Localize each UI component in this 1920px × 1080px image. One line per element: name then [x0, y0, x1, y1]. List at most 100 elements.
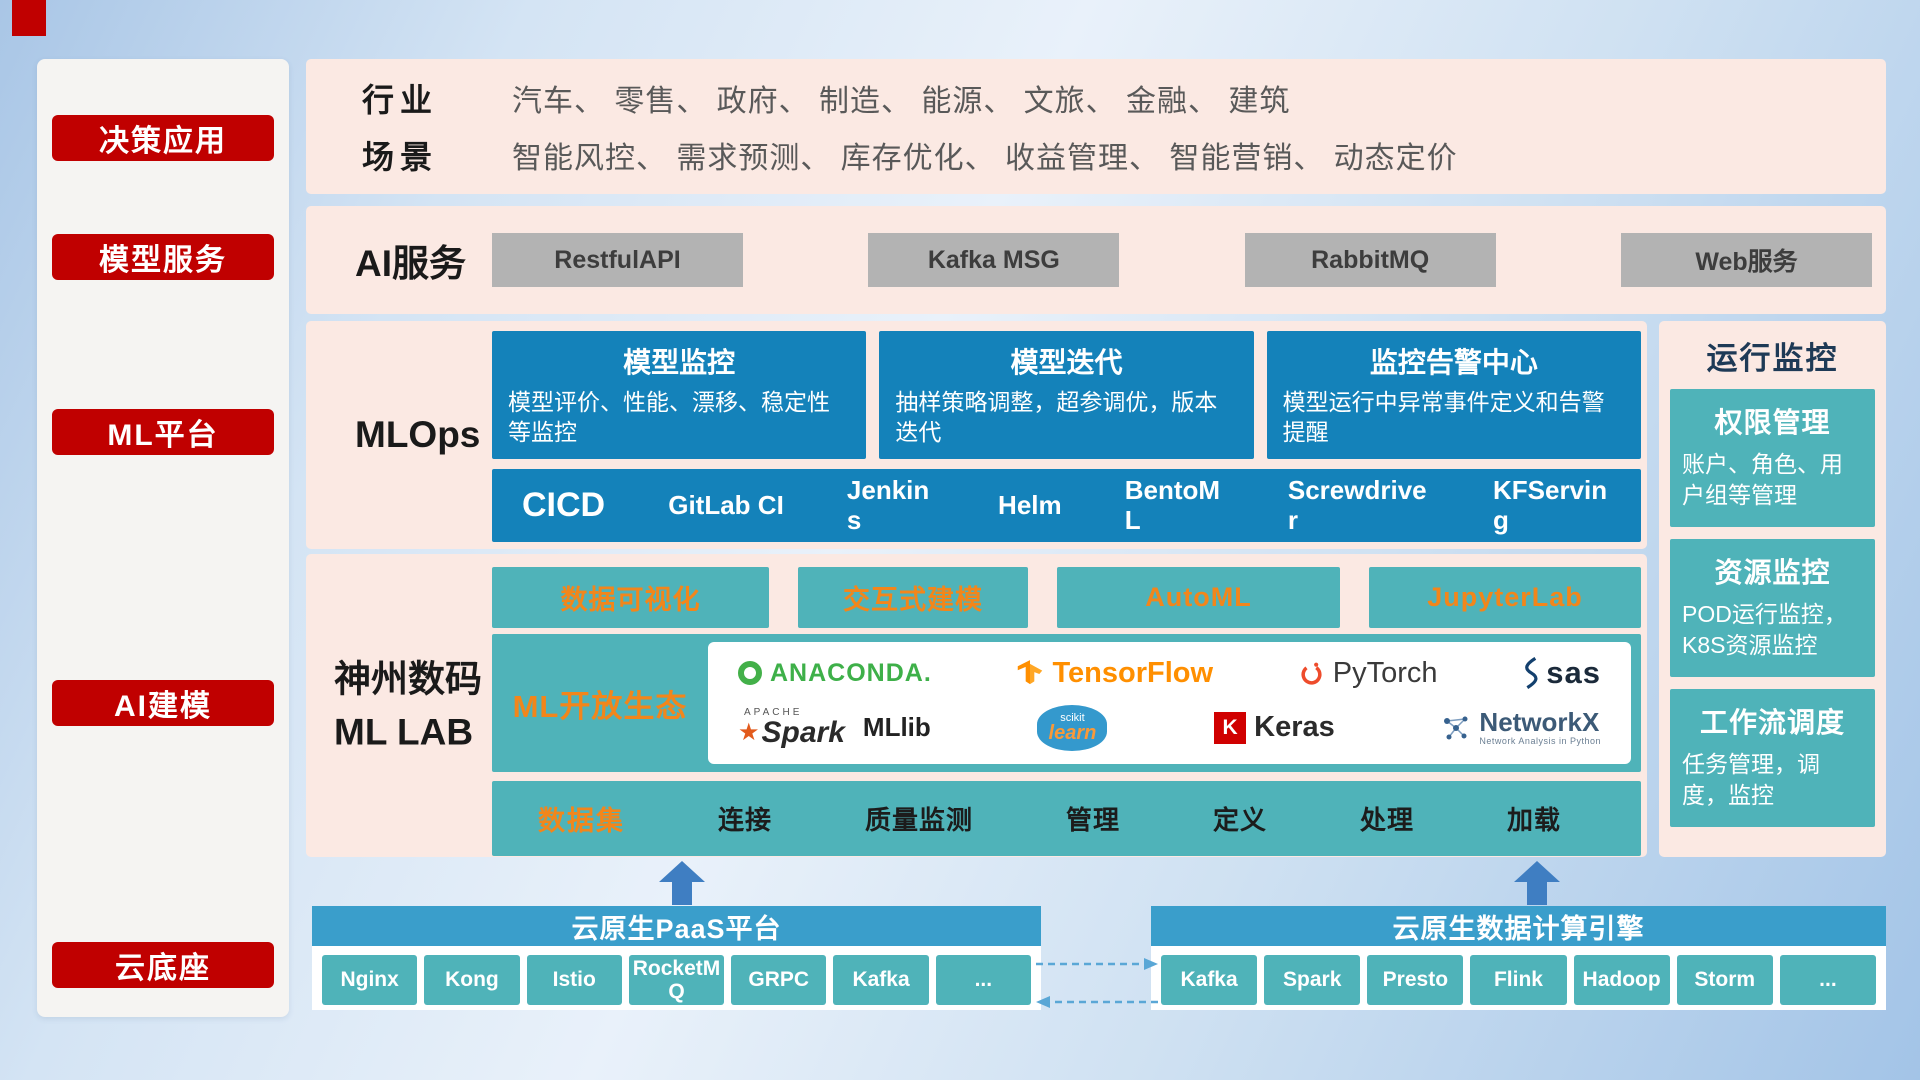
cicd-item-helm: Helm [998, 489, 1062, 520]
run-monitor-panel: 运行监控 权限管理 账户、角色、用户组等管理 资源监控 POD运行监控，K8S资… [1659, 321, 1886, 857]
tool-automl: AutoML [1057, 567, 1340, 628]
dataset-bar: 数据集 连接 质量监测 管理 定义 处理 加载 [492, 781, 1641, 856]
dataset-title: 数据集 [538, 806, 625, 836]
networkx-icon [1444, 716, 1468, 740]
ml-ecosystem-logos: ANACONDA. TensorFlow [708, 642, 1631, 764]
card-title: 权限管理 [1714, 407, 1831, 438]
tensorflow-logo: TensorFlow [1016, 657, 1213, 690]
chip-presto: Presto [1367, 955, 1464, 1005]
scikit-learn-logo: scikit learn [1037, 704, 1108, 751]
sidebar-item-ai-modeling: AI建模 [52, 680, 274, 726]
cicd-item-jenkins: Jenkins [846, 475, 930, 535]
dataset-item-manage: 管理 [1065, 805, 1120, 835]
cicd-item-kfserving: KFServing [1493, 475, 1608, 535]
ml-lab-label: 神州数码 ML LAB [334, 652, 482, 759]
up-arrow-icon [1514, 861, 1560, 905]
sas-swoosh-icon [1525, 657, 1538, 690]
sidebar-item-decision-apps: 决策应用 [52, 115, 274, 161]
tool-jupyterlab: JupyterLab [1369, 567, 1641, 628]
mlops-cards: 模型监控 模型评价、性能、漂移、稳定性等监控 模型迭代 抽样策略调整，超参调优，… [492, 331, 1641, 459]
networkx-subtitle: Network Analysis in Python [1479, 735, 1601, 746]
service-web: Web服务 [1620, 233, 1872, 287]
service-restful-api: RestfulAPI [492, 233, 743, 287]
corner-decoration [12, 0, 46, 36]
sidebar-item-model-service: 模型服务 [52, 234, 274, 280]
card-desc: 账户、角色、用户组等管理 [1682, 451, 1843, 509]
ml-ecosystem-title: ML开放生态 [512, 688, 688, 724]
scene-value: 智能风控、 需求预测、 库存优化、 收益管理、 智能营销、 动态定价 [512, 141, 1458, 175]
model-monitoring-card: 模型监控 模型评价、性能、漂移、稳定性等监控 [492, 331, 867, 459]
scikit-learn-icon: scikit learn [1037, 704, 1108, 751]
networkx-label: NetworkX [1479, 707, 1600, 738]
tensorflow-label: TensorFlow [1052, 656, 1214, 689]
chip-kong: Kong [424, 955, 520, 1005]
mlops-panel: MLOps 模型监控 模型评价、性能、漂移、稳定性等监控 模型迭代 抽样策略调整… [306, 321, 1647, 549]
networkx-wordmark: NetworkX Network Analysis in Python [1479, 707, 1601, 746]
dataset-item-define: 定义 [1212, 805, 1267, 835]
chip-rocketmq: RocketMQ [628, 955, 725, 1005]
keras-logo: K Keras [1214, 711, 1335, 744]
chip-more: ... [935, 955, 1031, 1005]
tool-data-visualization: 数据可视化 [492, 567, 769, 628]
spark-mllib-logo: APACHE ★ Spark MLlib [738, 706, 931, 749]
card-desc: POD运行监控，K8S资源监控 [1682, 601, 1847, 659]
workflow-scheduling-card: 工作流调度 任务管理，调度，监控 [1670, 689, 1875, 827]
ml-lab-content: 数据可视化 交互式建模 AutoML JupyterLab ML开放生态 ANA… [492, 567, 1641, 856]
dataset-item-load: 加载 [1506, 805, 1561, 835]
ai-service-panel: AI服务 RestfulAPI Kafka MSG RabbitMQ Web服务 [306, 206, 1886, 314]
sas-logo: sas [1522, 655, 1601, 691]
dashed-arrow-right-icon [1036, 958, 1158, 970]
card-desc: 模型运行中异常事件定义和告警提醒 [1282, 389, 1605, 446]
cloud-engine-group: 云原生数据计算引擎 Kafka Spark Presto Flink Hadoo… [1151, 906, 1886, 1010]
card-desc: 模型评价、性能、漂移、稳定性等监控 [508, 389, 830, 446]
spark-wordmark: ★ Spark [738, 715, 845, 749]
model-iteration-card: 模型迭代 抽样策略调整，超参调优，版本迭代 [879, 331, 1254, 459]
logo-row-1: ANACONDA. TensorFlow [708, 655, 1631, 691]
dashed-arrow-left-icon [1036, 996, 1158, 1008]
learn-label: learn [1048, 721, 1097, 744]
anaconda-icon [738, 661, 762, 686]
keras-icon: K [1214, 711, 1247, 744]
up-arrow-icon [659, 861, 705, 905]
pytorch-logo: PyTorch [1298, 657, 1438, 690]
dataset-item-process: 处理 [1359, 805, 1414, 835]
cloud-paas-group: 云原生PaaS平台 Nginx Kong Istio RocketMQ GRPC… [312, 906, 1041, 1010]
chip-kafka: Kafka [1161, 955, 1258, 1005]
tensorflow-icon [1018, 660, 1043, 685]
industry-row: 行业 汽车、 零售、 政府、 制造、 能源、 文旅、 金融、 建筑 [306, 75, 1886, 121]
chip-spark: Spark [1264, 955, 1361, 1005]
sas-label: sas [1546, 655, 1601, 691]
chip-storm: Storm [1676, 955, 1773, 1005]
ml-lab-panel: 神州数码 ML LAB 数据可视化 交互式建模 AutoML JupyterLa… [306, 554, 1647, 857]
anaconda-label: ANACONDA. [770, 658, 932, 687]
chip-grpc: GRPC [731, 955, 827, 1005]
industry-value: 汽车、 零售、 政府、 制造、 能源、 文旅、 金融、 建筑 [512, 85, 1291, 119]
alert-center-card: 监控告警中心 模型运行中异常事件定义和告警提醒 [1266, 331, 1641, 459]
anaconda-logo: ANACONDA. [738, 659, 932, 688]
pytorch-label: PyTorch [1332, 656, 1438, 689]
mlops-content: 模型监控 模型评价、性能、漂移、稳定性等监控 模型迭代 抽样策略调整，超参调优，… [492, 331, 1641, 542]
cloud-paas-chips: Nginx Kong Istio RocketMQ GRPC Kafka ... [322, 955, 1031, 1005]
cicd-title: CICD [522, 486, 606, 524]
left-sidebar: 决策应用 模型服务 ML平台 AI建模 云底座 [37, 59, 289, 1017]
mlops-label: MLOps [355, 414, 481, 455]
sidebar-item-ml-platform: ML平台 [52, 409, 274, 455]
dataset-item-quality: 质量监测 [864, 805, 973, 835]
tool-interactive-modeling: 交互式建模 [798, 567, 1028, 628]
service-rabbitmq: RabbitMQ [1244, 233, 1496, 287]
apache-label: APACHE [744, 706, 803, 718]
cicd-item-bentoml: BentoML [1124, 475, 1221, 535]
chip-more: ... [1779, 955, 1876, 1005]
mllib-label: MLlib [862, 712, 931, 743]
ml-lab-label-line1: 神州数码 [334, 657, 482, 699]
permission-management-card: 权限管理 账户、角色、用户组等管理 [1670, 389, 1875, 527]
ml-lab-tools: 数据可视化 交互式建模 AutoML JupyterLab [492, 567, 1641, 628]
dataset-item-connect: 连接 [717, 805, 772, 835]
spark-label: Spark [761, 715, 845, 749]
card-desc: 任务管理，调度，监控 [1682, 751, 1820, 809]
cicd-item-screwdriver: Screwdriver [1287, 475, 1427, 535]
logo-row-2: APACHE ★ Spark MLlib scikit [708, 704, 1631, 751]
chip-kafka: Kafka [833, 955, 929, 1005]
scene-label: 场景 [362, 138, 439, 175]
apache-spark-logo: APACHE ★ Spark [738, 706, 845, 749]
